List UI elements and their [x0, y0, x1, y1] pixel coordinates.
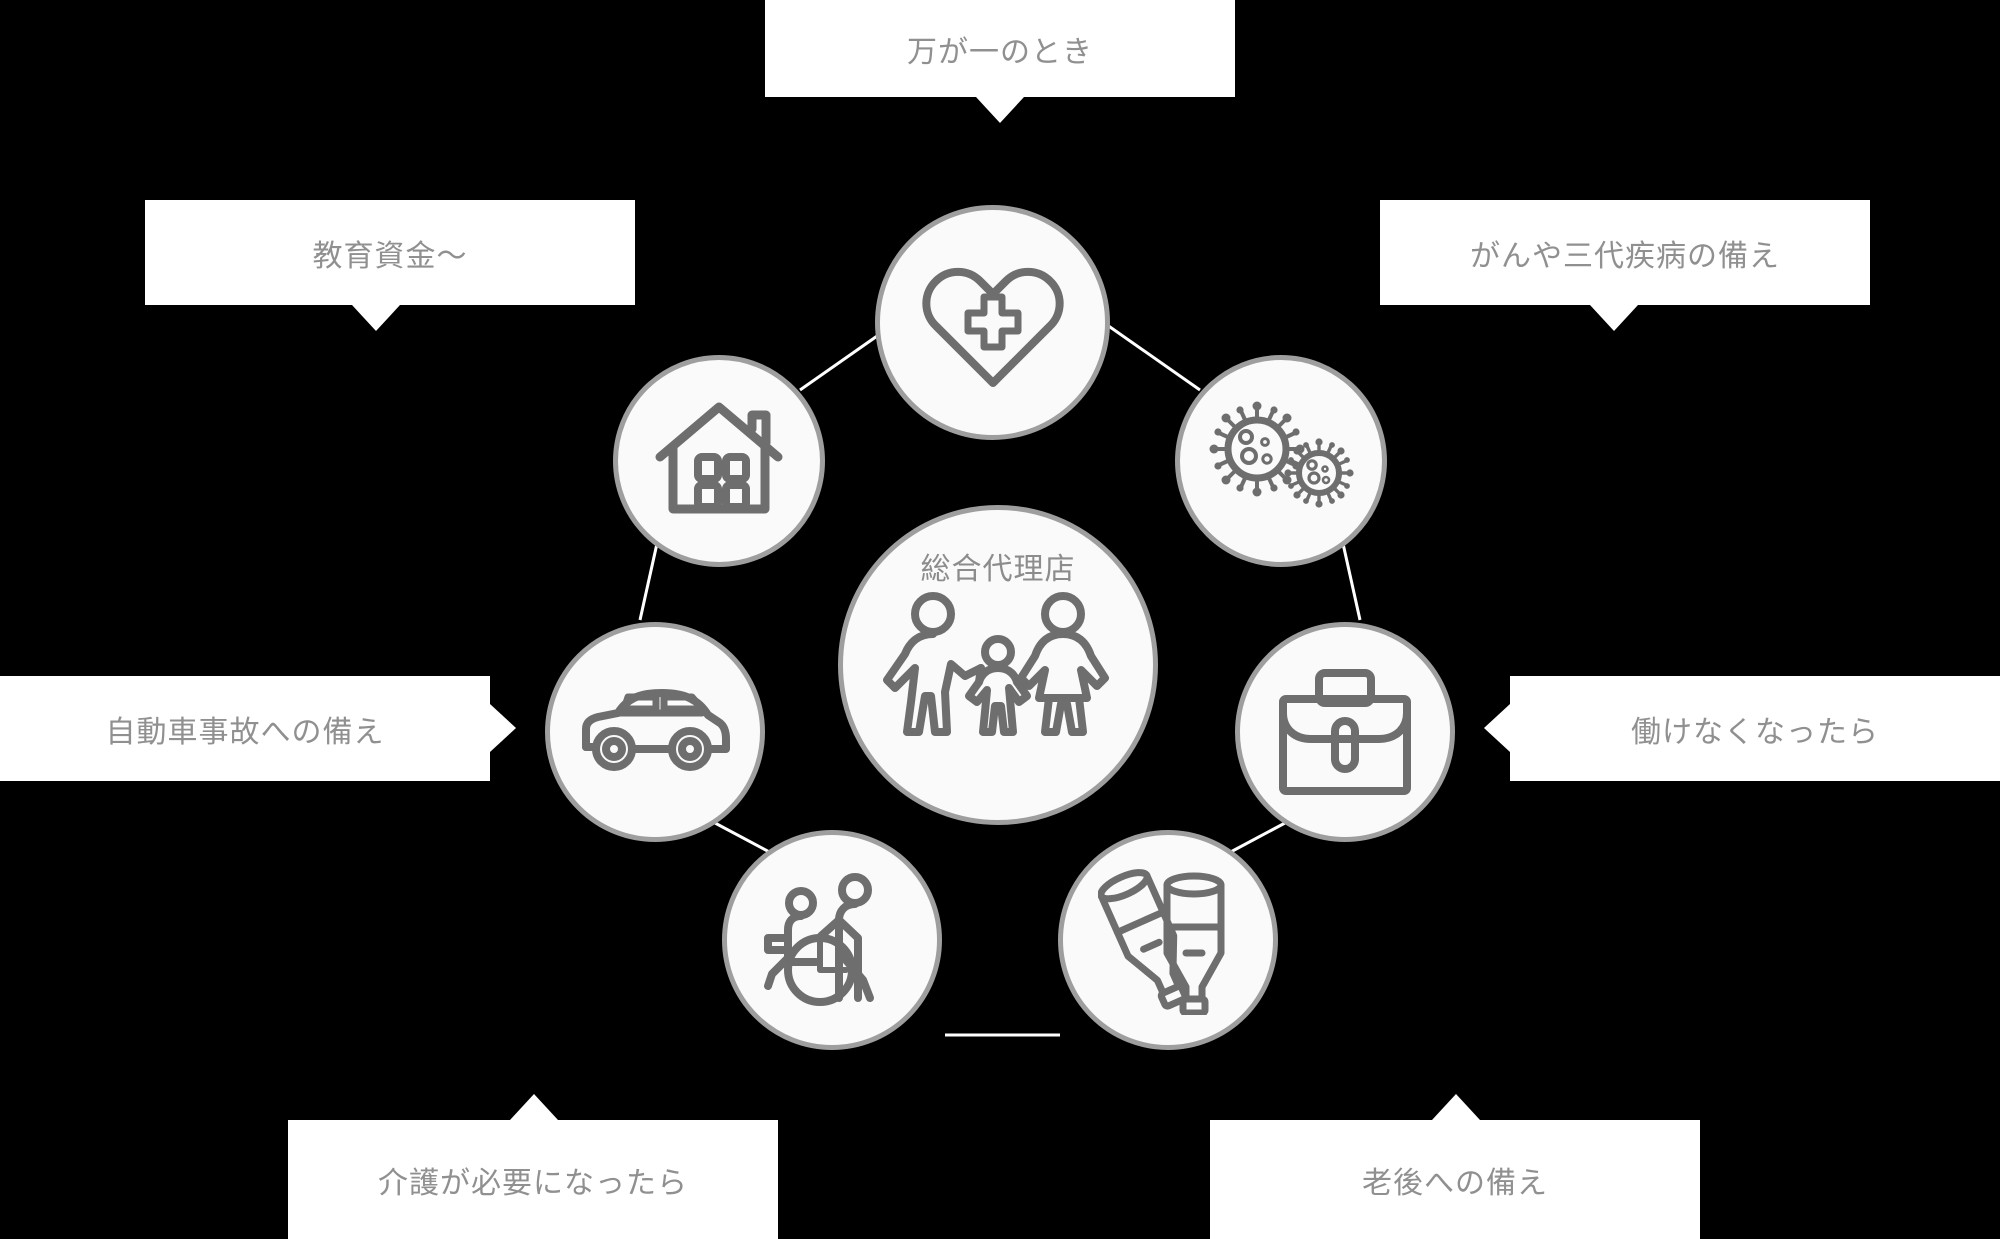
node-illness[interactable]: [1175, 355, 1387, 567]
callout-income-label: 働けなくなったら: [1631, 715, 1879, 749]
callout-auto-label: 自動車事故への備え: [105, 715, 385, 749]
house-icon: [654, 399, 784, 524]
callout-senior-label: 老後への備え: [1362, 1166, 1548, 1200]
callout-illness-label: がんや三代疾病の備え: [1470, 239, 1780, 273]
callout-life-pointer: [976, 97, 1024, 123]
heart-medical-icon: [918, 253, 1068, 393]
node-life[interactable]: [875, 205, 1110, 440]
callout-life[interactable]: 万が一のとき: [765, 0, 1235, 97]
callout-nursing-pointer: [510, 1094, 558, 1120]
briefcase-icon: [1275, 667, 1415, 797]
node-income[interactable]: [1235, 622, 1455, 842]
virus-icon: [1209, 401, 1354, 521]
callout-senior[interactable]: 老後への備え: [1210, 1120, 1700, 1239]
callout-senior-pointer: [1432, 1094, 1480, 1120]
center-title: 総合代理店: [920, 553, 1076, 586]
car-icon: [580, 685, 730, 780]
callout-nursing-label: 介護が必要になったら: [378, 1166, 688, 1200]
callout-auto[interactable]: 自動車事故への備え: [0, 676, 490, 781]
wheelchair-caregiver-icon: [758, 870, 906, 1010]
callout-income-pointer: [1484, 704, 1510, 752]
node-auto[interactable]: [545, 622, 765, 842]
callout-nursing[interactable]: 介護が必要になったら: [288, 1120, 778, 1239]
crutches-icon: [1098, 865, 1238, 1015]
node-senior[interactable]: [1058, 830, 1278, 1050]
node-center-agency[interactable]: 総合代理店: [838, 505, 1158, 825]
callout-illness[interactable]: がんや三代疾病の備え: [1380, 200, 1870, 305]
family-icon: [873, 592, 1123, 747]
node-education[interactable]: [613, 355, 825, 567]
callout-auto-pointer: [490, 704, 516, 752]
callout-illness-pointer: [1590, 305, 1638, 331]
callout-income[interactable]: 働けなくなったら: [1510, 676, 2000, 781]
callout-education[interactable]: 教育資金〜: [145, 200, 635, 305]
callout-education-label: 教育資金〜: [312, 239, 468, 273]
callout-education-pointer: [352, 305, 400, 331]
callout-life-label: 万が一のとき: [907, 35, 1093, 69]
node-nursing[interactable]: [722, 830, 942, 1050]
